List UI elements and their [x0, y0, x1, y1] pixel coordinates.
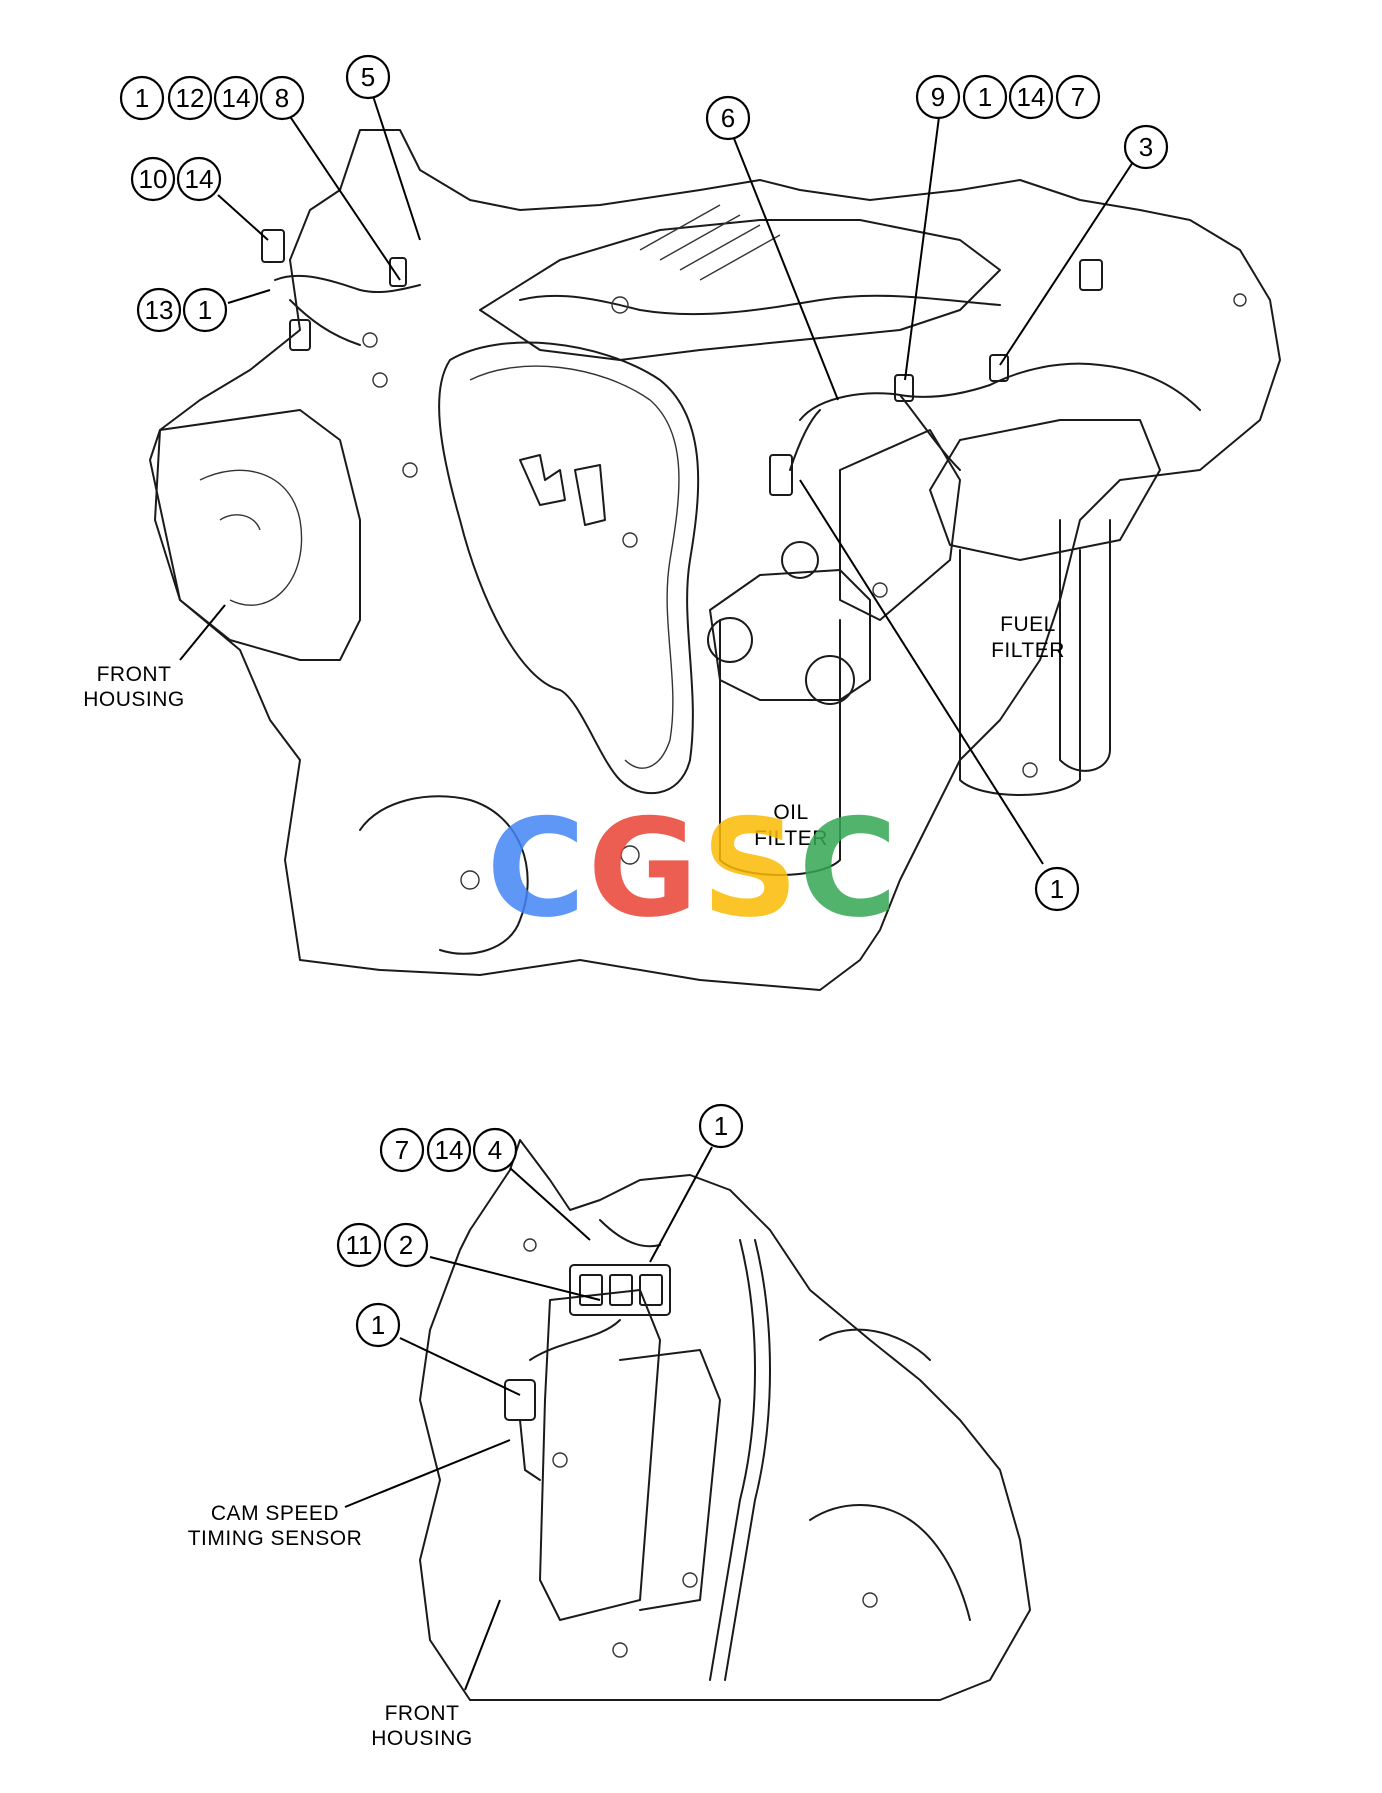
- callout-group-7-14-4: 7 14 4: [379, 1127, 518, 1173]
- callout-number: 1: [198, 295, 212, 325]
- callout-group-13-1: 13 1: [136, 287, 228, 333]
- callout-number: 13: [145, 295, 174, 325]
- callout-number: 9: [931, 82, 945, 112]
- oil-filter-label: OIL FILTER: [754, 801, 828, 850]
- callout-balloon: 14: [1008, 74, 1054, 120]
- label-line: FRONT: [385, 1702, 460, 1725]
- callout-balloon: 13: [136, 287, 182, 333]
- callout-balloon: 12: [167, 75, 213, 121]
- callout-number: 1: [371, 1310, 385, 1340]
- callout-number: 2: [399, 1230, 413, 1260]
- callout-number: 14: [222, 83, 251, 113]
- callout-number: 4: [488, 1135, 502, 1165]
- callout-group-11-2: 11 2: [336, 1222, 429, 1268]
- front-housing-label-top: FRONT HOUSING: [83, 604, 226, 711]
- label-line: FILTER: [991, 639, 1065, 662]
- callout-balloon: 4: [472, 1127, 518, 1173]
- callout-number: 3: [1139, 132, 1153, 162]
- callout-number: 7: [395, 1135, 409, 1165]
- callout-number: 14: [185, 164, 214, 194]
- watermark-letter: G: [588, 790, 699, 947]
- callout-balloon: 1: [962, 74, 1008, 120]
- callout-balloon: 1: [355, 1302, 401, 1348]
- callout-number: 14: [1017, 82, 1046, 112]
- top-engine-drawing: [149, 129, 1281, 991]
- label-line: FILTER: [754, 827, 828, 850]
- callout-balloon: 5: [345, 54, 391, 100]
- callout-group-5: 5: [345, 54, 391, 100]
- callout-number: 7: [1071, 82, 1085, 112]
- callout-balloon: 1: [182, 287, 228, 333]
- callout-balloon: 14: [176, 156, 222, 202]
- label-line: TIMING SENSOR: [188, 1527, 363, 1550]
- callout-number: 1: [135, 83, 149, 113]
- callout-group-1-bottom-left: 1: [355, 1302, 401, 1348]
- callout-balloon: 9: [915, 74, 961, 120]
- top-leader-lines: [217, 95, 1134, 865]
- callout-number: 12: [176, 83, 205, 113]
- callout-balloon: 3: [1123, 124, 1169, 170]
- label-line: CAM SPEED: [211, 1502, 339, 1525]
- callout-number: 1: [978, 82, 992, 112]
- cgsc-watermark: C G S C: [486, 790, 897, 947]
- callout-group-9-1-14-7: 9 1 14 7: [915, 74, 1101, 120]
- callout-balloon: 14: [426, 1127, 472, 1173]
- label-line: FRONT: [97, 663, 172, 686]
- callout-balloon: 6: [705, 95, 751, 141]
- label-line: FUEL: [1000, 613, 1056, 636]
- callout-balloon: 1: [119, 75, 165, 121]
- cam-speed-timing-sensor-label: CAM SPEED TIMING SENSOR: [188, 1502, 363, 1550]
- callout-group-10-14: 10 14: [130, 156, 222, 202]
- callout-balloon: 11: [336, 1222, 382, 1268]
- callout-number: 14: [435, 1135, 464, 1165]
- callout-group-6: 6: [705, 95, 751, 141]
- bottom-leader-lines: [344, 1146, 713, 1691]
- callout-number: 5: [361, 62, 375, 92]
- callout-number: 1: [714, 1111, 728, 1141]
- callout-balloon: 7: [1055, 74, 1101, 120]
- callout-balloon: 1: [1034, 866, 1080, 912]
- watermark-letter: C: [798, 790, 897, 947]
- front-housing-label-bottom: FRONT HOUSING: [371, 1702, 473, 1750]
- callout-balloon: 10: [130, 156, 176, 202]
- callout-number: 6: [721, 103, 735, 133]
- fuel-filter-label: FUEL FILTER: [991, 613, 1065, 662]
- callout-group-1-oil: 1: [1034, 866, 1080, 912]
- callout-balloon: 2: [383, 1222, 429, 1268]
- callout-number: 1: [1050, 874, 1064, 904]
- callout-group-1-bottom-top: 1: [698, 1103, 744, 1149]
- callout-group-1-12-14-8: 1 12 14 8: [119, 75, 305, 121]
- callout-balloon: 14: [213, 75, 259, 121]
- callout-group-3: 3: [1123, 124, 1169, 170]
- label-line: OIL: [773, 801, 808, 824]
- watermark-letter: S: [701, 790, 798, 947]
- callout-number: 8: [275, 83, 289, 113]
- callout-number: 11: [346, 1230, 373, 1260]
- callout-balloon: 7: [379, 1127, 425, 1173]
- callout-balloon: 1: [698, 1103, 744, 1149]
- label-line: HOUSING: [371, 1727, 473, 1750]
- watermark-letter: C: [486, 790, 585, 947]
- bottom-engine-drawing: [419, 1139, 1031, 1701]
- callout-number: 10: [139, 164, 168, 194]
- callout-balloon: 8: [259, 75, 305, 121]
- label-line: HOUSING: [83, 688, 185, 711]
